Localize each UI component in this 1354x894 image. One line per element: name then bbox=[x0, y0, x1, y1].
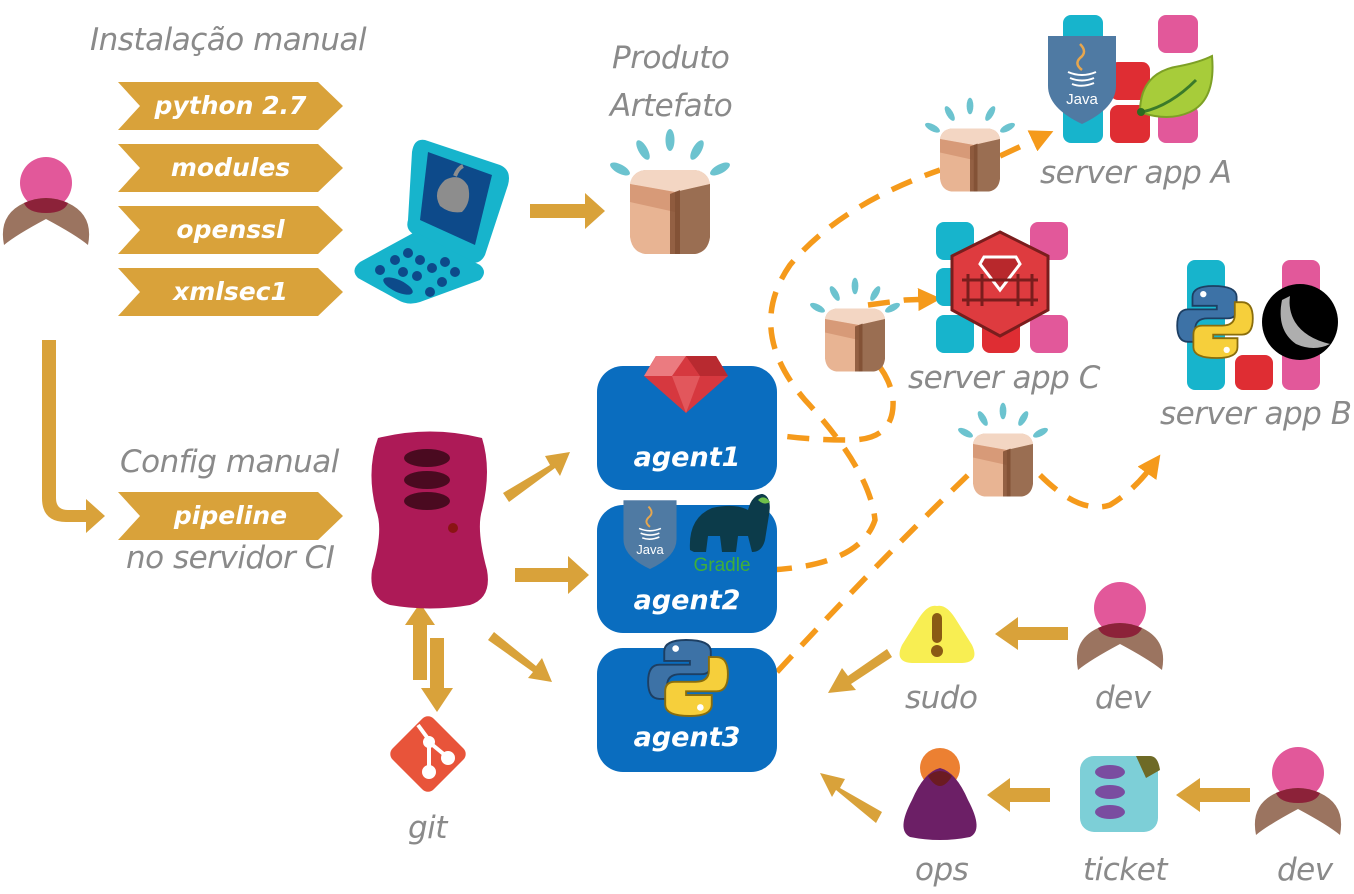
flow-arrows bbox=[42, 193, 1250, 823]
dashed-cube-b-to-app-b bbox=[1038, 454, 1161, 510]
pipeline-step: pipeline bbox=[118, 492, 343, 540]
sudo-label: sudo bbox=[905, 680, 978, 716]
arrow-ci-to-agent2 bbox=[515, 556, 589, 594]
sudo-warning-icon bbox=[899, 605, 975, 663]
cube-app-a bbox=[923, 97, 1017, 192]
install-title: Instalação manual bbox=[90, 22, 367, 58]
dashed-agent1-to-cube-c bbox=[751, 342, 896, 443]
arrow-ci-to-agent3 bbox=[488, 632, 552, 682]
install-step-openssl: openssl bbox=[118, 206, 343, 254]
cube-app-c bbox=[808, 277, 902, 372]
server-app-c-label: server app C bbox=[908, 360, 1100, 396]
arrow-devtop-to-sudo bbox=[995, 617, 1068, 650]
server-app-a-label: server app A bbox=[1040, 155, 1232, 191]
ticket-icon bbox=[1080, 756, 1160, 832]
config-manual-label: Config manual bbox=[120, 444, 339, 480]
user-icon bbox=[2, 157, 90, 245]
laptop-icon bbox=[354, 139, 509, 304]
agent1-box: agent1 bbox=[597, 366, 777, 490]
dashed-cube-a-to-app-a bbox=[998, 130, 1054, 159]
arrow-ops-to-agent3 bbox=[820, 773, 882, 823]
arrow-ci-to-git-down bbox=[421, 638, 453, 712]
arrow-ticket-to-ops bbox=[987, 778, 1050, 812]
dashed-cube-c-to-app-c bbox=[867, 287, 942, 312]
agent1-label: agent1 bbox=[633, 442, 741, 473]
server-app-b-label: server app B bbox=[1160, 396, 1352, 432]
deploy-paths bbox=[751, 130, 1161, 674]
ops-label: ops bbox=[915, 852, 969, 888]
agent2-label: agent2 bbox=[633, 585, 741, 616]
dashed-agent2-to-cube-a bbox=[768, 167, 941, 573]
install-step-xmlsec1: xmlsec1 bbox=[118, 268, 343, 316]
arrow-sudo-to-agent3 bbox=[828, 649, 892, 693]
dev-bottom-icon bbox=[1254, 747, 1342, 835]
arrow-devbottom-to-ticket bbox=[1176, 778, 1250, 812]
git-label: git bbox=[408, 810, 447, 846]
arrow-manual-to-pipeline bbox=[42, 340, 105, 533]
dashed-agent3-to-cube-b bbox=[774, 473, 970, 674]
agent3-box: agent3 bbox=[597, 648, 777, 772]
produto-label: Produto bbox=[612, 40, 730, 76]
install-step-modules: modules bbox=[118, 144, 343, 192]
cube-app-b bbox=[956, 402, 1050, 497]
arrow-ci-to-git-up bbox=[405, 603, 435, 680]
no-servidor-label: no servidor CI bbox=[126, 540, 335, 576]
ticket-label: ticket bbox=[1083, 852, 1168, 888]
git-branch-glyph bbox=[416, 723, 455, 779]
arrow-ci-to-agent1 bbox=[503, 452, 570, 502]
agent3-label: agent3 bbox=[633, 722, 741, 753]
install-step-python: python 2.7 bbox=[118, 82, 343, 130]
agent2-box: agent2 bbox=[597, 505, 777, 633]
server-app-c-icon bbox=[936, 222, 1068, 353]
product-artifact-icon bbox=[608, 129, 732, 254]
arrow-laptop-to-artifact bbox=[530, 193, 605, 229]
server-app-b-icon bbox=[1176, 260, 1338, 390]
server-app-a-icon bbox=[1046, 15, 1214, 143]
ci-server-icon bbox=[371, 431, 488, 609]
artefato-label: Artefato bbox=[610, 88, 733, 124]
dev-bottom-label: dev bbox=[1277, 852, 1333, 888]
dev-top-icon bbox=[1076, 582, 1164, 670]
dev-top-label: dev bbox=[1095, 680, 1151, 716]
ops-icon bbox=[903, 748, 977, 840]
